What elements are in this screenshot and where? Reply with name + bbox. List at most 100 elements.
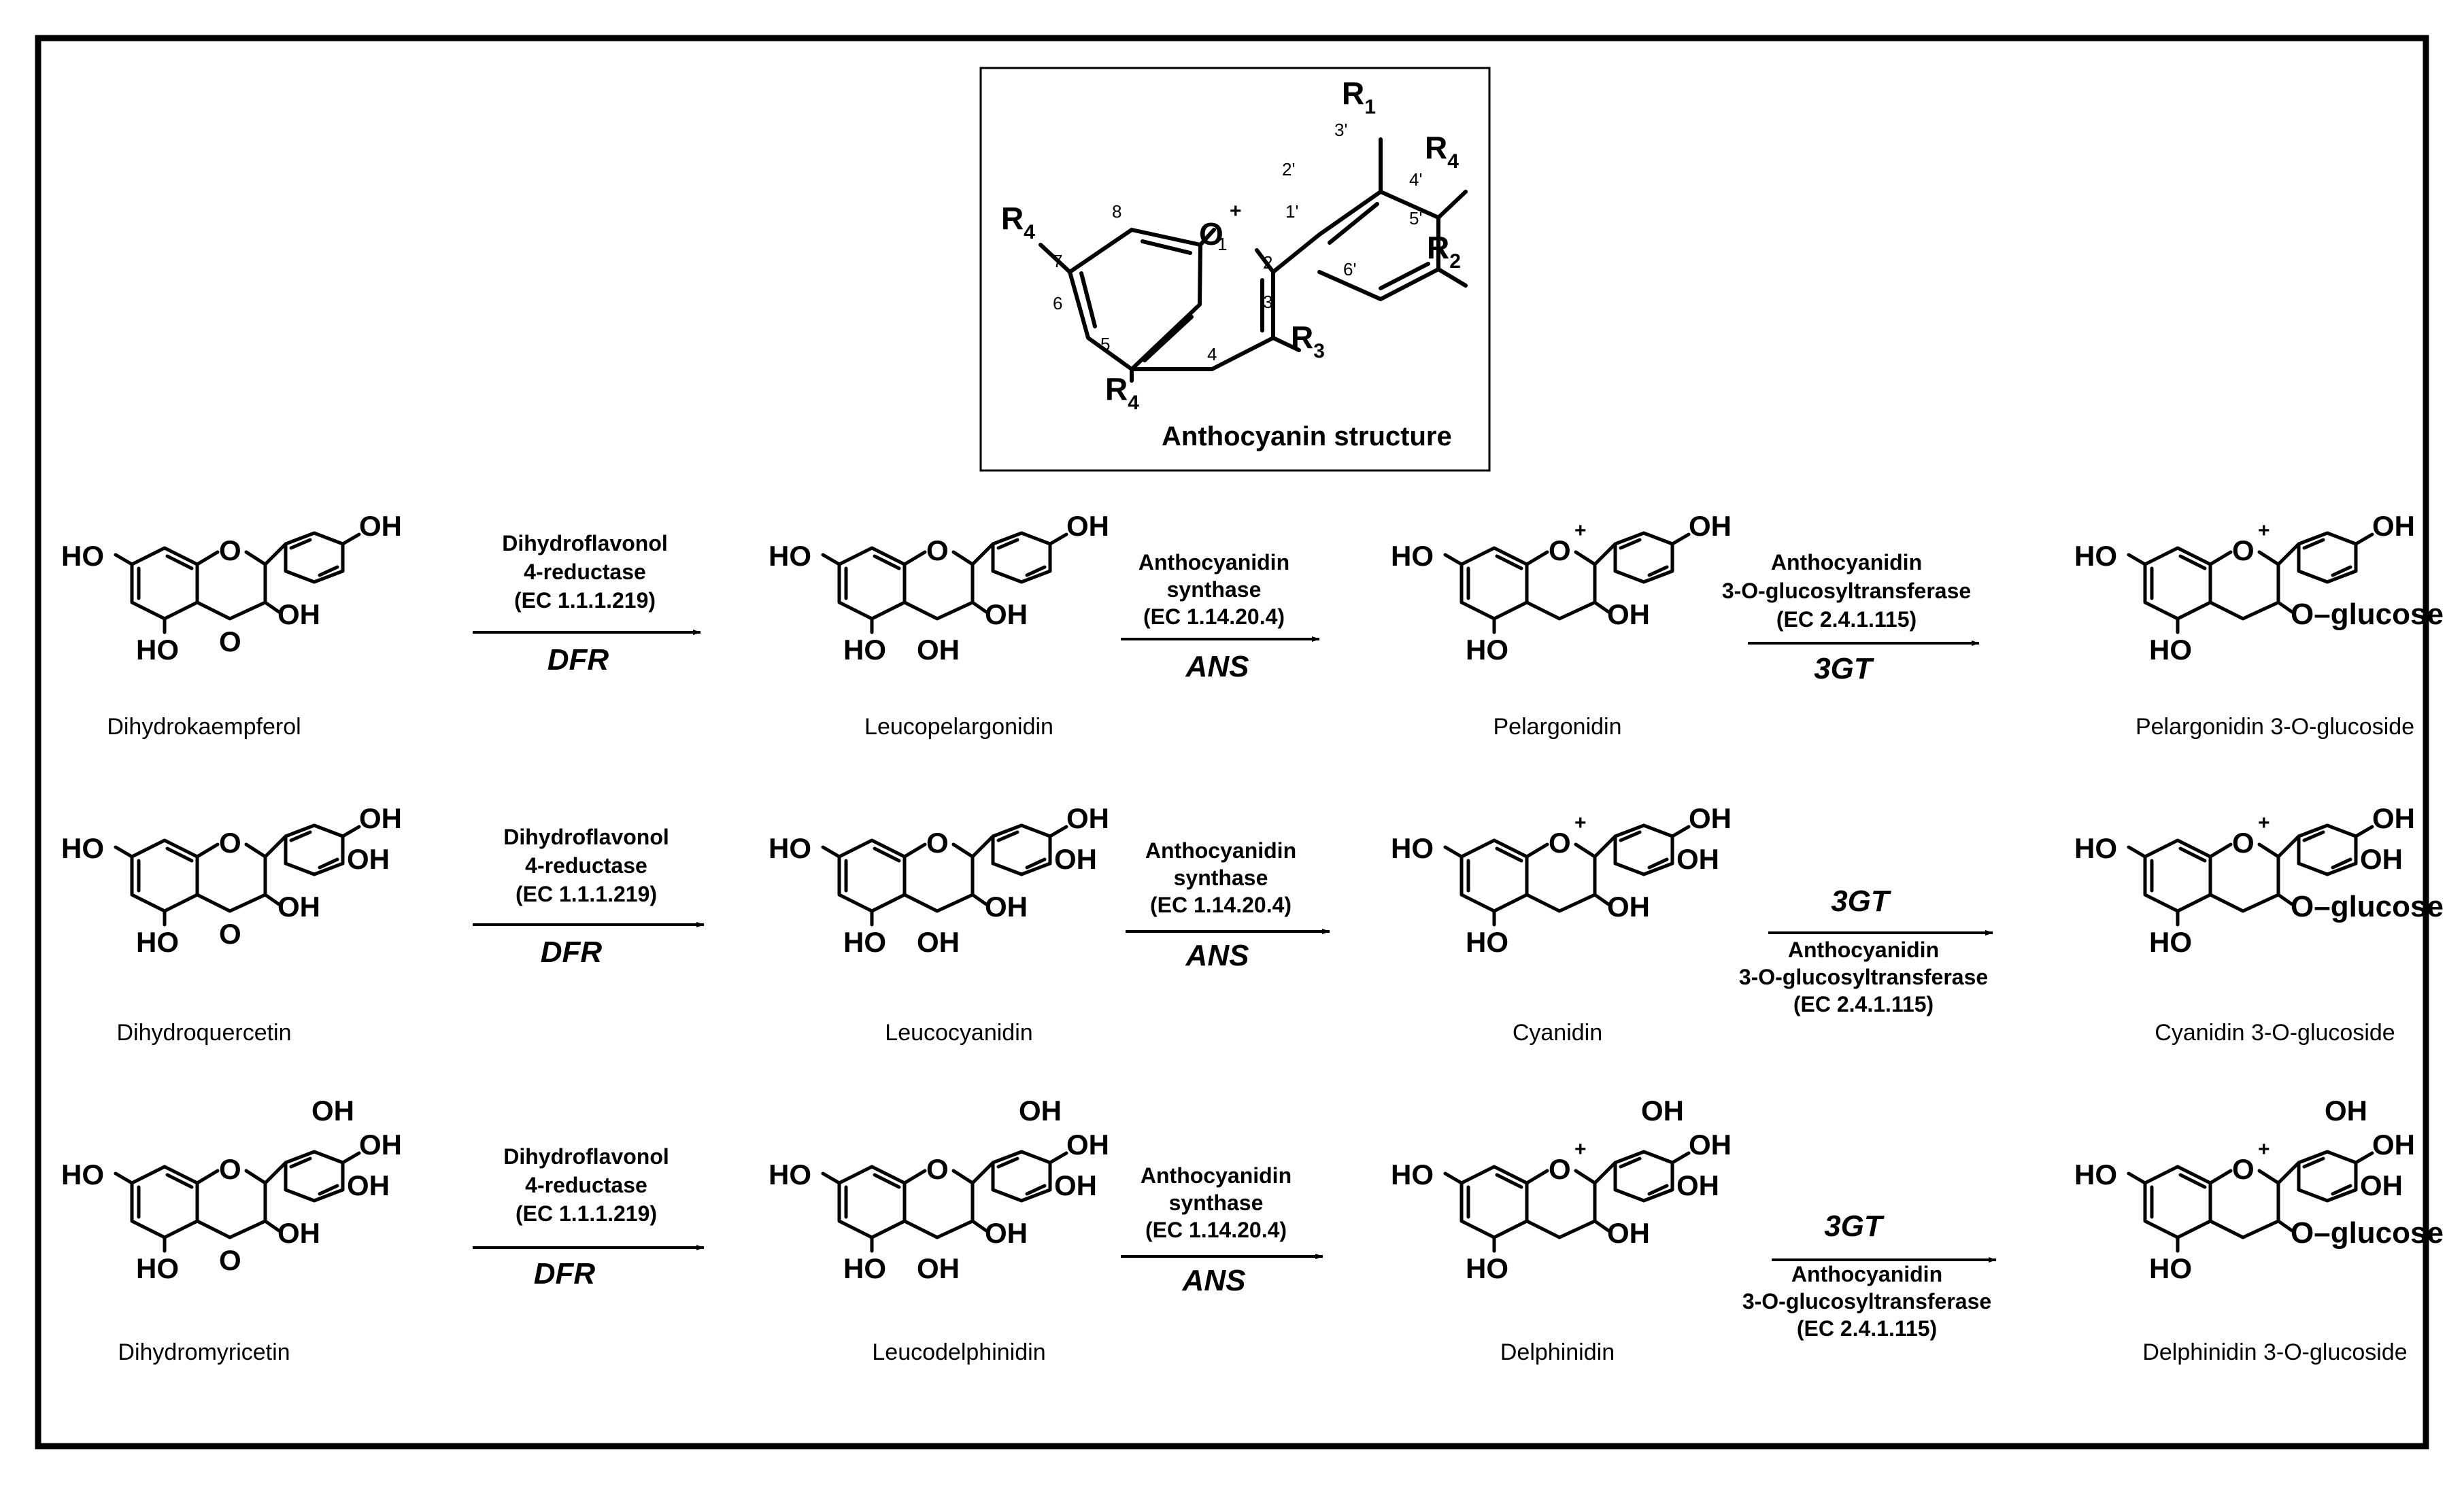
position-2: 2 xyxy=(1263,252,1272,273)
compound-name-anthocyanidin: Pelargonidin xyxy=(1493,714,1621,740)
gt-name-line1: Anthocyanidin xyxy=(1771,550,1922,575)
dfr-step-row-1: Dihydroflavonol 4-reductase (EC 1.1.1.21… xyxy=(473,531,701,676)
hydroxyl-4-prime: OH xyxy=(2372,1129,2415,1161)
gt-abbr: 3GT xyxy=(1824,1210,1885,1243)
ring-skeleton xyxy=(2127,823,2374,927)
dfr-name-line1: Dihydroflavonol xyxy=(502,531,668,555)
ans-ec: (EC 1.14.20.4) xyxy=(1145,1218,1287,1242)
oxonium-plus: + xyxy=(1574,519,1587,542)
hydroxyl-3: OH xyxy=(1607,598,1650,630)
hydroxyl-3: OH xyxy=(985,598,1028,630)
gt-abbr: 3GT xyxy=(1831,885,1891,918)
hydroxyl-4: OH xyxy=(917,926,960,958)
dfr-step-row-3: Dihydroflavonol 4-reductase (EC 1.1.1.21… xyxy=(473,1144,705,1290)
hydroxyl-7: HO xyxy=(1391,540,1434,572)
hydroxyl-3-prime: OH xyxy=(1054,843,1097,875)
dfr-abbr: DFR xyxy=(547,643,609,676)
gt-name-line2: 3-O-glucosyltransferase xyxy=(1722,579,1971,603)
hydroxyl-5: HO xyxy=(136,926,179,958)
ans-step-row-2: Anthocyanidin synthase (EC 1.14.20.4) AN… xyxy=(1126,838,1330,972)
hydroxyl-5-prime: OH xyxy=(1019,1095,1062,1127)
ans-name-line2: synthase xyxy=(1167,577,1262,602)
hydroxyl-5: HO xyxy=(843,926,886,958)
gt-name-line2: 3-O-glucosyltransferase xyxy=(1739,965,1988,989)
o-glucose: O–glucose xyxy=(2291,598,2444,631)
ans-ec: (EC 1.14.20.4) xyxy=(1150,893,1292,917)
ans-name-line1: Anthocyanidin xyxy=(1141,1163,1292,1188)
hydroxyl-3-prime: OH xyxy=(1054,1169,1097,1201)
compound-name-glucoside: Pelargonidin 3-O-glucoside xyxy=(2136,714,2414,740)
o-glucose: O–glucose xyxy=(2291,1216,2444,1250)
ring-oxygen: O xyxy=(1549,827,1571,859)
structure-box-border xyxy=(979,67,1491,472)
position-4: 4 xyxy=(1207,344,1217,364)
dfr-name-line2: 4-reductase xyxy=(525,853,647,878)
hydroxyl-4-prime: OH xyxy=(2372,802,2415,834)
hydroxyl-3-prime: OH xyxy=(2360,1169,2403,1201)
ring-oxygen: O xyxy=(219,827,241,859)
ring-oxygen: O xyxy=(926,827,949,859)
compound-name-leuco: Leucopelargonidin xyxy=(864,714,1053,740)
dfr-ec: (EC 1.1.1.219) xyxy=(516,1201,657,1226)
position-1: 1 xyxy=(1217,234,1227,254)
hydroxyl-7: HO xyxy=(61,1159,104,1190)
compound-name-leuco: Leucodelphinidin xyxy=(872,1339,1045,1365)
hydroxyl-4-prime: OH xyxy=(1066,1129,1109,1161)
hydroxyl-5: HO xyxy=(2149,1252,2192,1284)
compound-name-anthocyanidin: Delphinidin xyxy=(1500,1339,1615,1365)
oxonium-plus: + xyxy=(2258,812,2270,834)
dfr-name-line1: Dihydroflavonol xyxy=(503,1144,669,1169)
position-1-prime: 1' xyxy=(1285,201,1298,222)
gt-name-line1: Anthocyanidin xyxy=(1788,938,1939,962)
ans-abbr: ANS xyxy=(1185,939,1249,972)
gt-ec: (EC 2.4.1.115) xyxy=(1797,1316,1937,1341)
hydroxyl-7: HO xyxy=(2074,1159,2117,1190)
hydroxyl-7: HO xyxy=(769,540,811,572)
enzyme-steps: Dihydroflavonol 4-reductase (EC 1.1.1.21… xyxy=(473,531,1997,1341)
hydroxyl-5: HO xyxy=(1466,1252,1508,1284)
hydroxyl-5-prime: OH xyxy=(1641,1095,1684,1127)
hydroxyl-3-prime: OH xyxy=(1676,843,1719,875)
position-2-prime: 2' xyxy=(1282,159,1295,179)
ans-name-line1: Anthocyanidin xyxy=(1145,838,1296,863)
hydroxyl-4-prime: OH xyxy=(359,510,402,542)
oxonium-plus: + xyxy=(1574,1138,1587,1161)
hydroxyl-7: HO xyxy=(1391,1159,1434,1190)
hydroxyl-7: HO xyxy=(61,832,104,864)
dfr-abbr: DFR xyxy=(541,936,603,969)
dfr-name-line1: Dihydroflavonol xyxy=(503,825,669,849)
ring-oxygen: O xyxy=(926,534,949,566)
hydroxyl-5-prime: OH xyxy=(2325,1095,2367,1127)
hydroxyl-4-prime: OH xyxy=(1689,510,1732,542)
hydroxyl-7: HO xyxy=(1391,832,1434,864)
ring-oxygen: O xyxy=(1549,1153,1571,1185)
dfr-ec: (EC 1.1.1.219) xyxy=(514,588,656,613)
position-6-prime: 6' xyxy=(1343,259,1356,279)
hydroxyl-4-prime: OH xyxy=(2372,510,2415,542)
hydroxyl-3-prime: OH xyxy=(2360,843,2403,875)
hydroxyl-4: OH xyxy=(917,1252,960,1284)
hydroxyl-3: OH xyxy=(277,891,320,923)
dfr-step-row-2: Dihydroflavonol 4-reductase (EC 1.1.1.21… xyxy=(473,825,705,969)
position-5: 5 xyxy=(1100,334,1110,354)
position-4-prime: 4' xyxy=(1409,169,1422,190)
position-3: 3 xyxy=(1263,292,1272,312)
hydroxyl-5: HO xyxy=(136,634,179,666)
dfr-name-line2: 4-reductase xyxy=(525,1173,647,1197)
hydroxyl-3: OH xyxy=(1607,1217,1650,1249)
ans-step-row-3: Anthocyanidin synthase (EC 1.14.20.4) AN… xyxy=(1121,1163,1323,1297)
ring-skeleton xyxy=(1443,823,1691,927)
hydroxyl-3-prime: OH xyxy=(347,843,390,875)
position-3-prime: 3' xyxy=(1334,120,1347,140)
hydroxyl-5: HO xyxy=(2149,634,2192,666)
dfr-abbr: DFR xyxy=(534,1257,596,1290)
ring-oxygen: O xyxy=(2232,1153,2255,1185)
